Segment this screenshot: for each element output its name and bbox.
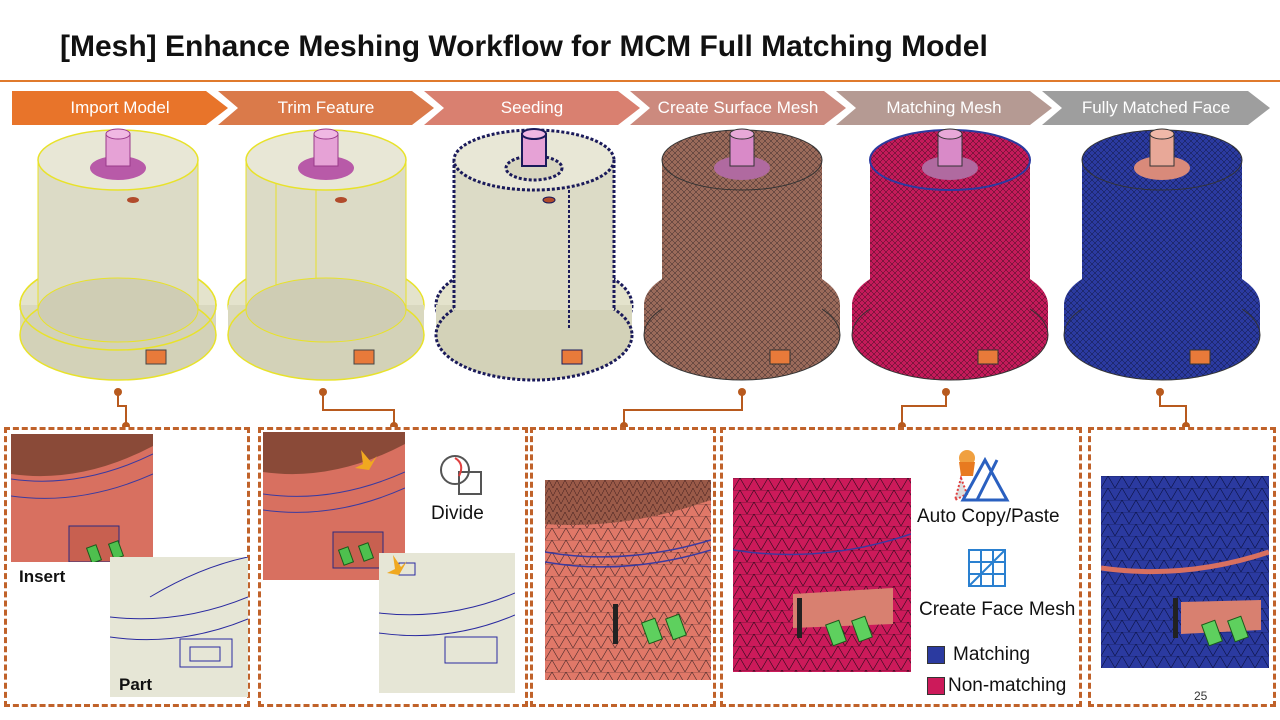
panel-surface-detail (530, 427, 716, 707)
step-fully-matched-face: Fully Matched Face (1042, 91, 1270, 125)
legend-matching-swatch (927, 646, 945, 664)
model-seeding (434, 128, 634, 382)
model-import (19, 128, 217, 381)
insert-closeup (11, 434, 153, 562)
step-import-model: Import Model (12, 91, 228, 125)
matching-mesh-closeup (733, 478, 911, 672)
step-matching-mesh: Matching Mesh (836, 91, 1052, 125)
step-create-surface-mesh: Create Surface Mesh (630, 91, 846, 125)
model-fully-matched (1063, 128, 1261, 381)
step-label: Import Model (70, 98, 170, 117)
divide-label: Divide (431, 503, 484, 524)
legend-nonmatching-label: Non-matching (948, 675, 1067, 696)
step-label: Create Surface Mesh (657, 98, 819, 117)
insert-label: Insert (19, 567, 66, 586)
title-divider (0, 80, 1280, 82)
auto-copy-paste-icon[interactable] (947, 448, 1011, 504)
step-seeding: Seeding (424, 91, 640, 125)
create-face-mesh-icon[interactable] (965, 546, 1009, 590)
connector-lines (114, 388, 1190, 430)
panel-matching-detail: Auto Copy/Paste Create Face Mesh Matchin… (720, 427, 1082, 707)
step-label: Fully Matched Face (1081, 98, 1231, 117)
panel-fully-matched-detail (1088, 427, 1276, 707)
model-trim (227, 128, 425, 381)
page-number: 25 (1194, 689, 1208, 703)
panel-trim-detail: Divide (258, 427, 528, 707)
surface-mesh-closeup (545, 480, 711, 680)
step-label: Matching Mesh (886, 98, 1002, 117)
step-label: Seeding (500, 98, 564, 117)
slide-title: [Mesh] Enhance Meshing Workflow for MCM … (60, 30, 988, 63)
model-matching-mesh (851, 128, 1049, 381)
divide-icon[interactable] (437, 452, 487, 496)
legend-matching-label: Matching (953, 644, 1031, 665)
trim-part-closeup (379, 553, 515, 693)
legend-nonmatching-swatch (927, 677, 945, 695)
model-surface-mesh (643, 128, 841, 381)
fully-matched-closeup (1101, 476, 1269, 668)
part-label: Part (119, 675, 153, 694)
panel-import-detail: Insert Part (4, 427, 250, 707)
part-closeup (110, 557, 248, 697)
auto-copy-paste-label: Auto Copy/Paste (917, 506, 1060, 527)
step-trim-feature: Trim Feature (218, 91, 434, 125)
create-face-mesh-label: Create Face Mesh (919, 599, 1076, 620)
step-label: Trim Feature (277, 98, 375, 117)
